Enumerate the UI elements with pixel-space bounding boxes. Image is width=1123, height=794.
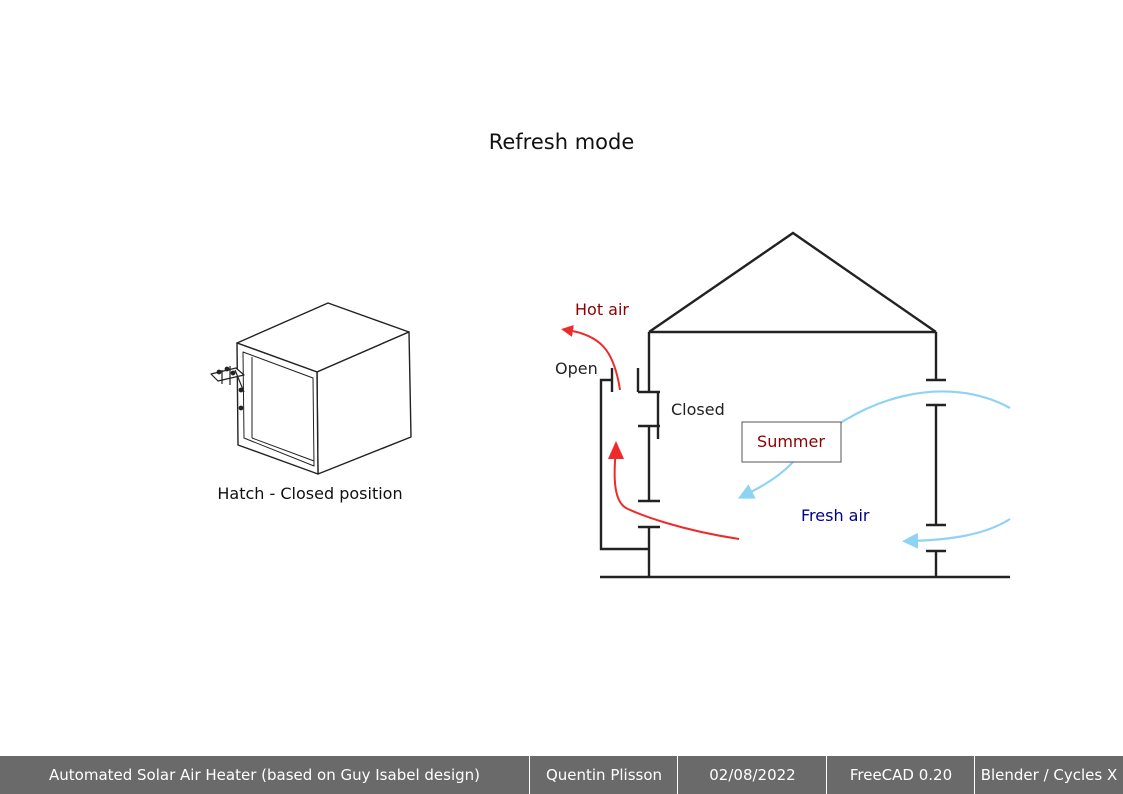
right-wall bbox=[926, 332, 946, 577]
hot-air-arrow bbox=[613, 446, 740, 540]
footer-render-software: Blender / Cycles X bbox=[974, 756, 1123, 794]
left-wall bbox=[638, 332, 660, 577]
hatch-mechanism bbox=[210, 366, 245, 411]
summer-box bbox=[741, 421, 842, 463]
footer-author: Quentin Plisson bbox=[529, 756, 678, 794]
footer-project: Automated Solar Air Heater (based on Guy… bbox=[49, 766, 480, 784]
refresh-mode-diagram: Hot air Open Closed Summer Fresh air bbox=[210, 231, 1011, 579]
open-hatch-duct bbox=[599, 368, 649, 551]
hot-air-exit-arrow bbox=[561, 324, 621, 391]
closed-label: Closed bbox=[671, 400, 725, 419]
hatch-box-front bbox=[236, 342, 319, 475]
fresh-air-label: Fresh air bbox=[801, 506, 870, 525]
fresh-air-flow bbox=[737, 390, 1011, 549]
hot-air-flow bbox=[561, 324, 740, 540]
title-block-footer: Automated Solar Air Heater (based on Guy… bbox=[0, 756, 1123, 794]
hatch-box-drawing bbox=[210, 302, 412, 475]
fresh-air-lower-arrow bbox=[902, 518, 1011, 549]
hatch-caption: Hatch - Closed position bbox=[217, 484, 403, 503]
house-drawing bbox=[599, 231, 1010, 579]
hatch-inner-floor bbox=[251, 437, 315, 462]
hatch-opening bbox=[242, 351, 315, 467]
footer-cad-software: FreeCAD 0.20 bbox=[826, 756, 975, 794]
hot-air-label: Hot air bbox=[575, 300, 629, 319]
footer-date: 02/08/2022 bbox=[677, 756, 827, 794]
house-roof bbox=[648, 231, 937, 333]
page-title: Refresh mode bbox=[488, 130, 635, 154]
summer-label: Summer bbox=[757, 432, 825, 451]
open-label: Open bbox=[555, 359, 598, 378]
hot-air-arrowhead-mid bbox=[608, 441, 624, 459]
